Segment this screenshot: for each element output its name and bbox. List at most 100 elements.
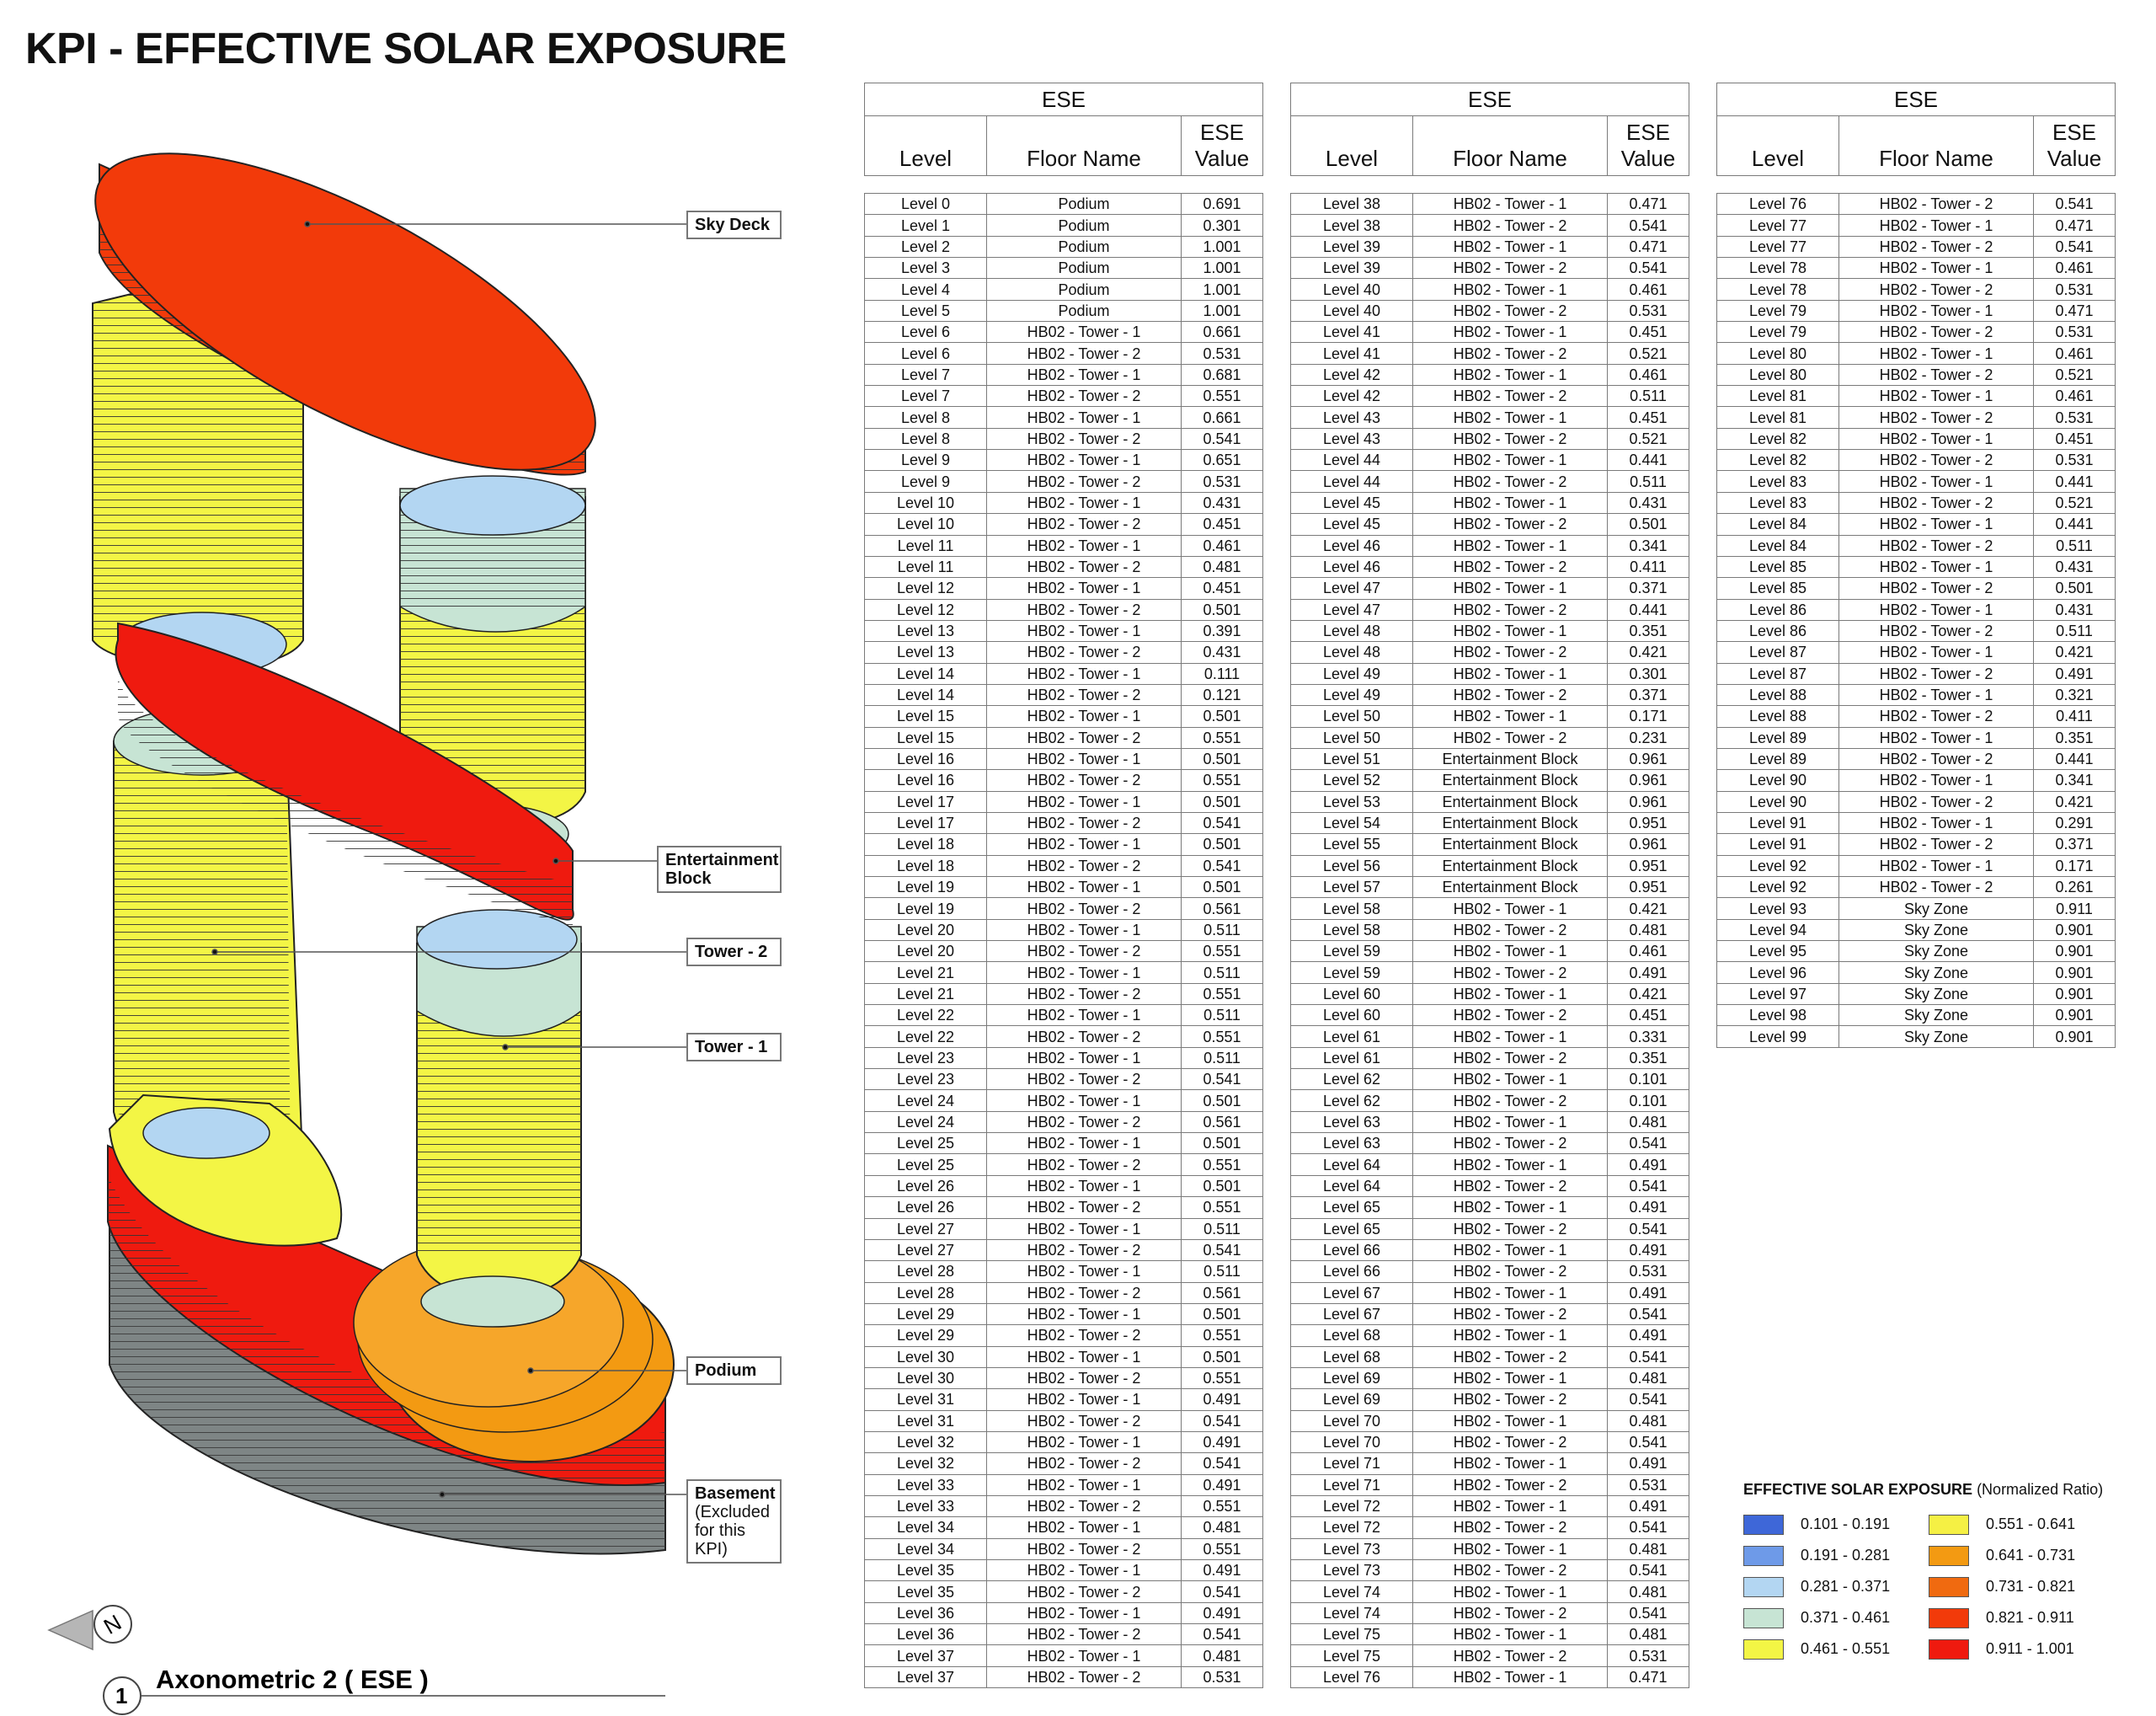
level-cell: Level 46 <box>1290 534 1413 557</box>
floor-name-cell: HB02 - Tower - 2 <box>1838 790 2034 813</box>
ese-value-cell: 0.491 <box>1181 1388 1263 1411</box>
ese-value-cell: 0.551 <box>1181 1537 1263 1561</box>
level-cell: Level 60 <box>1290 982 1413 1006</box>
floor-name-cell: HB02 - Tower - 1 <box>1412 705 1608 728</box>
callout-tower-1: Tower - 1 <box>686 1033 782 1061</box>
ese-value-cell: 0.461 <box>1607 278 1689 301</box>
level-cell: Level 2 <box>864 235 987 259</box>
level-cell: Level 27 <box>864 1217 987 1240</box>
floor-name-cell: HB02 - Tower - 1 <box>1412 534 1608 557</box>
ese-value-cell: 0.501 <box>1181 833 1263 856</box>
ese-value-cell: 0.491 <box>1181 1430 1263 1454</box>
floor-name-cell: HB02 - Tower - 1 <box>986 1644 1182 1667</box>
callout-text: Basement <box>695 1484 776 1503</box>
floor-name-cell: HB02 - Tower - 1 <box>1412 1665 1608 1689</box>
floor-name-cell: HB02 - Tower - 2 <box>1838 406 2034 429</box>
level-cell: Level 47 <box>1290 598 1413 621</box>
floor-name-cell: HB02 - Tower - 1 <box>986 747 1182 771</box>
level-cell: Level 52 <box>1290 769 1413 792</box>
ese-value-cell: 0.541 <box>1607 1302 1689 1326</box>
level-cell: Level 15 <box>864 726 987 749</box>
level-cell: Level 38 <box>1290 214 1413 237</box>
ese-value-cell: 0.441 <box>1607 449 1689 472</box>
floor-name-cell: HB02 - Tower - 2 <box>1412 1388 1608 1411</box>
ese-value-cell: 0.471 <box>2033 214 2116 237</box>
floor-name-cell: HB02 - Tower - 1 <box>986 1302 1182 1326</box>
floor-name-cell: HB02 - Tower - 2 <box>1412 726 1608 749</box>
level-cell: Level 42 <box>1290 385 1413 408</box>
level-cell: Level 89 <box>1716 726 1839 749</box>
floor-name-cell: HB02 - Tower - 2 <box>1412 1132 1608 1155</box>
level-cell: Level 27 <box>864 1238 987 1262</box>
floor-name-cell: HB02 - Tower - 1 <box>986 1558 1182 1582</box>
ese-value-cell: 0.541 <box>1181 1068 1263 1091</box>
level-cell: Level 84 <box>1716 513 1839 536</box>
floor-name-cell: Entertainment Block <box>1412 875 1608 899</box>
floor-name-cell: HB02 - Tower - 1 <box>1412 491 1608 515</box>
floor-name-cell: HB02 - Tower - 1 <box>1838 811 2034 835</box>
floor-name-cell: HB02 - Tower - 2 <box>986 854 1182 878</box>
ese-value-cell: 0.501 <box>1181 1089 1263 1112</box>
level-cell: Level 78 <box>1716 257 1839 280</box>
ese-value-cell: 0.101 <box>1607 1089 1689 1112</box>
ese-value-cell: 0.501 <box>1607 513 1689 536</box>
floor-name-cell: HB02 - Tower - 2 <box>1412 385 1608 408</box>
level-cell: Level 80 <box>1716 342 1839 365</box>
floor-name-cell: HB02 - Tower - 1 <box>1412 1452 1608 1475</box>
level-cell: Level 14 <box>864 683 987 707</box>
floor-name-cell: HB02 - Tower - 1 <box>1412 1494 1608 1518</box>
level-cell: Level 91 <box>1716 811 1839 835</box>
legend-range: 0.731 - 0.821 <box>1986 1578 2076 1595</box>
level-cell: Level 72 <box>1290 1494 1413 1518</box>
ese-value-cell: 0.411 <box>2033 705 2116 728</box>
ese-value-cell: 0.501 <box>1181 790 1263 813</box>
ese-value-cell: 0.341 <box>2033 769 2116 792</box>
ese-value-cell: 0.551 <box>1181 769 1263 792</box>
column-header: Floor Name <box>1838 115 2034 176</box>
ese-value-cell: 0.461 <box>2033 342 2116 365</box>
ese-value-cell: 0.901 <box>2033 1025 2116 1048</box>
ese-value-cell: 0.551 <box>1181 1366 1263 1390</box>
level-cell: Level 80 <box>1716 363 1839 387</box>
floor-name-cell: HB02 - Tower - 2 <box>1838 321 2034 344</box>
floor-name-cell: HB02 - Tower - 2 <box>986 1623 1182 1646</box>
level-cell: Level 71 <box>1290 1452 1413 1475</box>
floor-name-cell: HB02 - Tower - 1 <box>1838 470 2034 493</box>
level-cell: Level 1 <box>864 214 987 237</box>
ese-value-cell: 0.541 <box>1607 1601 1689 1625</box>
ese-value-cell: 0.951 <box>1607 875 1689 899</box>
level-cell: Level 18 <box>864 833 987 856</box>
floor-name-cell: Podium <box>986 214 1182 237</box>
floor-name-cell: Podium <box>986 257 1182 280</box>
ese-value-cell: 0.551 <box>1181 1494 1263 1518</box>
ese-value-cell: 0.461 <box>1607 363 1689 387</box>
level-cell: Level 97 <box>1716 982 1839 1006</box>
ese-value-cell: 0.501 <box>1181 705 1263 728</box>
ese-value-cell: 0.531 <box>1181 342 1263 365</box>
level-cell: Level 18 <box>864 854 987 878</box>
